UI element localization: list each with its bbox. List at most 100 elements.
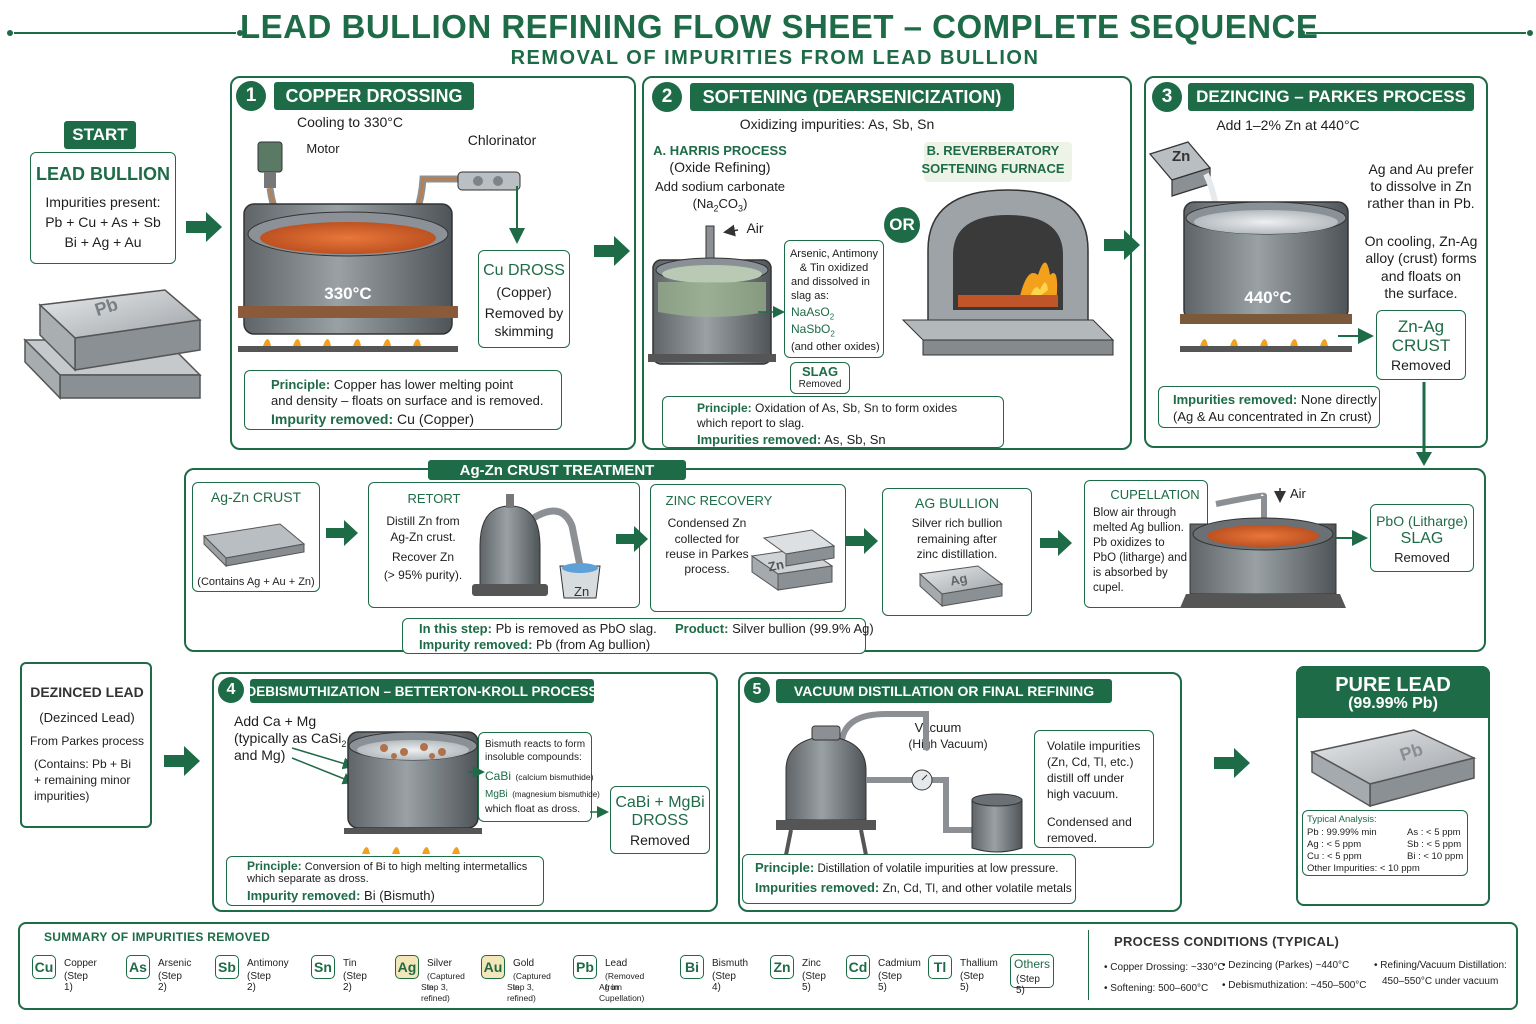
header: LEAD BULLION REFINING FLOW SHEET – COMPL…: [0, 0, 1536, 72]
arrow-crust-to-retort: [326, 520, 358, 546]
na2co3-c: ): [743, 196, 748, 211]
cup-line-4: PbO (litharge) and: [1093, 552, 1187, 564]
ox-line-4: slag as:: [791, 290, 829, 302]
na2co3-sub2: 3: [738, 203, 744, 214]
cupellation-box: CUPELLATION Blow air through melted Ag b…: [1084, 480, 1208, 608]
step2-number: 2: [652, 82, 682, 112]
step4-principle-label: Principle:: [247, 859, 302, 873]
harris-kettle: [648, 224, 776, 365]
dezinced-title: DEZINCED LEAD: [30, 684, 144, 700]
step1-principle-label: Principle:: [271, 377, 331, 392]
vacuum-still: [776, 711, 1023, 856]
step3-note1-2: to dissolve in Zn: [1370, 178, 1472, 194]
step1-motor-label: Motor: [306, 141, 340, 156]
step3-kettle-temp: 440°C: [1244, 288, 1292, 307]
step3-removed-text: None directly: [1300, 392, 1377, 407]
summary-step-others: (Step 5): [1016, 974, 1040, 996]
step3-title: DEZINCING – PARKES PROCESS: [1188, 83, 1474, 111]
summary-title: SUMMARY OF IMPURITIES REMOVED: [44, 930, 271, 944]
na2co3-a: (Na: [692, 196, 714, 211]
step4-add-2-sub: 2: [341, 738, 347, 749]
dezinced-line-5: impurities): [34, 789, 90, 803]
cond-line-1: Condensed and: [1047, 815, 1132, 829]
summary-step-ag: (Captured in: [427, 971, 465, 992]
step4-removed-text: Bi (Bismuth): [364, 888, 435, 903]
page-subtitle: REMOVAL OF IMPURITIES FROM LEAD BULLION: [510, 47, 1040, 69]
cu-dross-line-3: skimming: [494, 323, 554, 339]
cond-2: • Softening: 500–600°C: [1104, 983, 1209, 994]
summary-panel: [18, 922, 1518, 1010]
reverb-title-1: B. REVERBERATORY: [926, 143, 1060, 158]
vol-line-3: distill off under: [1047, 771, 1125, 785]
step1-removed-text: Cu (Copper): [397, 411, 475, 427]
step4-add-1: Add Ca + Mg: [234, 713, 317, 729]
cabi-desc: (calcium bismuthide): [515, 772, 594, 782]
naaso2-sub: 2: [829, 312, 835, 322]
retort-zn-label: Zn: [574, 584, 590, 599]
ag-line-1: Silver rich bullion: [911, 516, 1003, 530]
summary-step-zn: (Step 5): [802, 971, 826, 993]
header-rule-left: [7, 30, 243, 36]
summary-chip-sn: Sn: [311, 955, 335, 979]
step1-principle-box: Principle: Copper has lower melting poin…: [244, 370, 562, 430]
react-line-2: insoluble compounds:: [485, 752, 582, 763]
step4-removed-label: Impurity removed:: [247, 888, 361, 903]
step2-principle-text: Oxidation of As, Sb, Sn to form oxides: [755, 401, 958, 415]
cu-dross-line-1: (Copper): [496, 284, 552, 300]
slag-sub: Removed: [798, 379, 842, 390]
analysis-right-1: As : < 5 ppm: [1407, 827, 1461, 838]
arrow-cup-to-pbo: [1336, 530, 1368, 546]
parkes-kettle: [1180, 201, 1352, 352]
crust-step-box: In this step: Pb is removed as PbO slag.…: [402, 618, 874, 654]
chlorinator-device: [457, 171, 521, 191]
pure-lead-title: PURE LEAD: [1335, 674, 1451, 696]
zn-pour-label: Zn: [1172, 148, 1191, 165]
typical-analysis-box: Typical Analysis: Pb : 99.99% min Ag : <…: [1302, 810, 1468, 876]
step2-principle-label: Principle:: [697, 401, 752, 415]
zinc-line-4: process.: [684, 562, 730, 576]
lead-ingots-illustration: [23, 289, 202, 400]
analysis-left-2: Ag : < 5 ppm: [1307, 839, 1362, 850]
cup-line-5: is absorbed by: [1093, 567, 1168, 579]
arrow-ag-to-cupellation: [1040, 530, 1072, 556]
summary-name-sn: Tin: [343, 958, 357, 969]
zinc-line-2: collected for: [674, 532, 740, 546]
summary-chip-pb: Pb: [573, 955, 597, 979]
cup-air-label: Air: [1290, 486, 1306, 501]
arrow-step3-down: [1416, 382, 1432, 466]
dezinced-line-1: (Dezinced Lead): [39, 710, 135, 725]
arrow-react-to-dross: [590, 806, 609, 818]
pbo-slag-box: PbO (Litharge) SLAG Removed: [1370, 504, 1474, 572]
zinc-line-3: reuse in Parkes: [665, 547, 749, 561]
conditions-title: PROCESS CONDITIONS (TYPICAL): [1114, 934, 1340, 949]
step5-principle-label: Principle:: [755, 860, 815, 875]
summary-name-au: Gold: [513, 958, 535, 969]
summary-name-bi: Bismuth: [712, 958, 749, 969]
retort-title: RETORT: [407, 491, 461, 506]
summary-name-sb: Antimony: [247, 958, 289, 969]
other-oxides: (and other oxides): [791, 341, 880, 353]
step3-add: Add 1–2% Zn at 440°C: [1216, 117, 1360, 133]
arrow-step1-to-step2: [594, 236, 630, 266]
step3-number: 3: [1152, 82, 1182, 112]
analysis-title: Typical Analysis:: [1307, 814, 1377, 825]
zinc-title: ZINC RECOVERY: [665, 493, 773, 508]
agzn-crust-slab: [202, 523, 306, 568]
ag-ingot: [918, 565, 1004, 608]
harris-title-2: (Oxide Refining): [669, 159, 771, 175]
header-rule-right: [1299, 30, 1533, 36]
cond-5: • Refining/Vacuum Distillation:: [1374, 960, 1507, 971]
impurities-line-2: Pb + Cu + As + Sb: [45, 214, 161, 230]
lead-bullion-box: LEAD BULLION Impurities present: Pb + Cu…: [30, 152, 176, 264]
agzn-title: Ag-Zn CRUST: [210, 489, 302, 505]
bi-dross-line-2: DROSS: [631, 812, 689, 829]
cond-line-2: removed.: [1047, 831, 1098, 845]
harris-line-1: Add sodium carbonate: [654, 179, 786, 194]
step3-note2-1: On cooling, Zn-Ag: [1364, 233, 1478, 249]
step1-removed-label: Impurity removed:: [271, 411, 394, 427]
na2co3-b: CO: [718, 196, 739, 211]
dezinced-line-4: + remaining minor: [34, 773, 131, 787]
pure-lead-ingot: [1309, 729, 1477, 808]
summary-name-zn: Zinc: [802, 958, 821, 969]
cup-line-6: cupel.: [1093, 582, 1124, 594]
